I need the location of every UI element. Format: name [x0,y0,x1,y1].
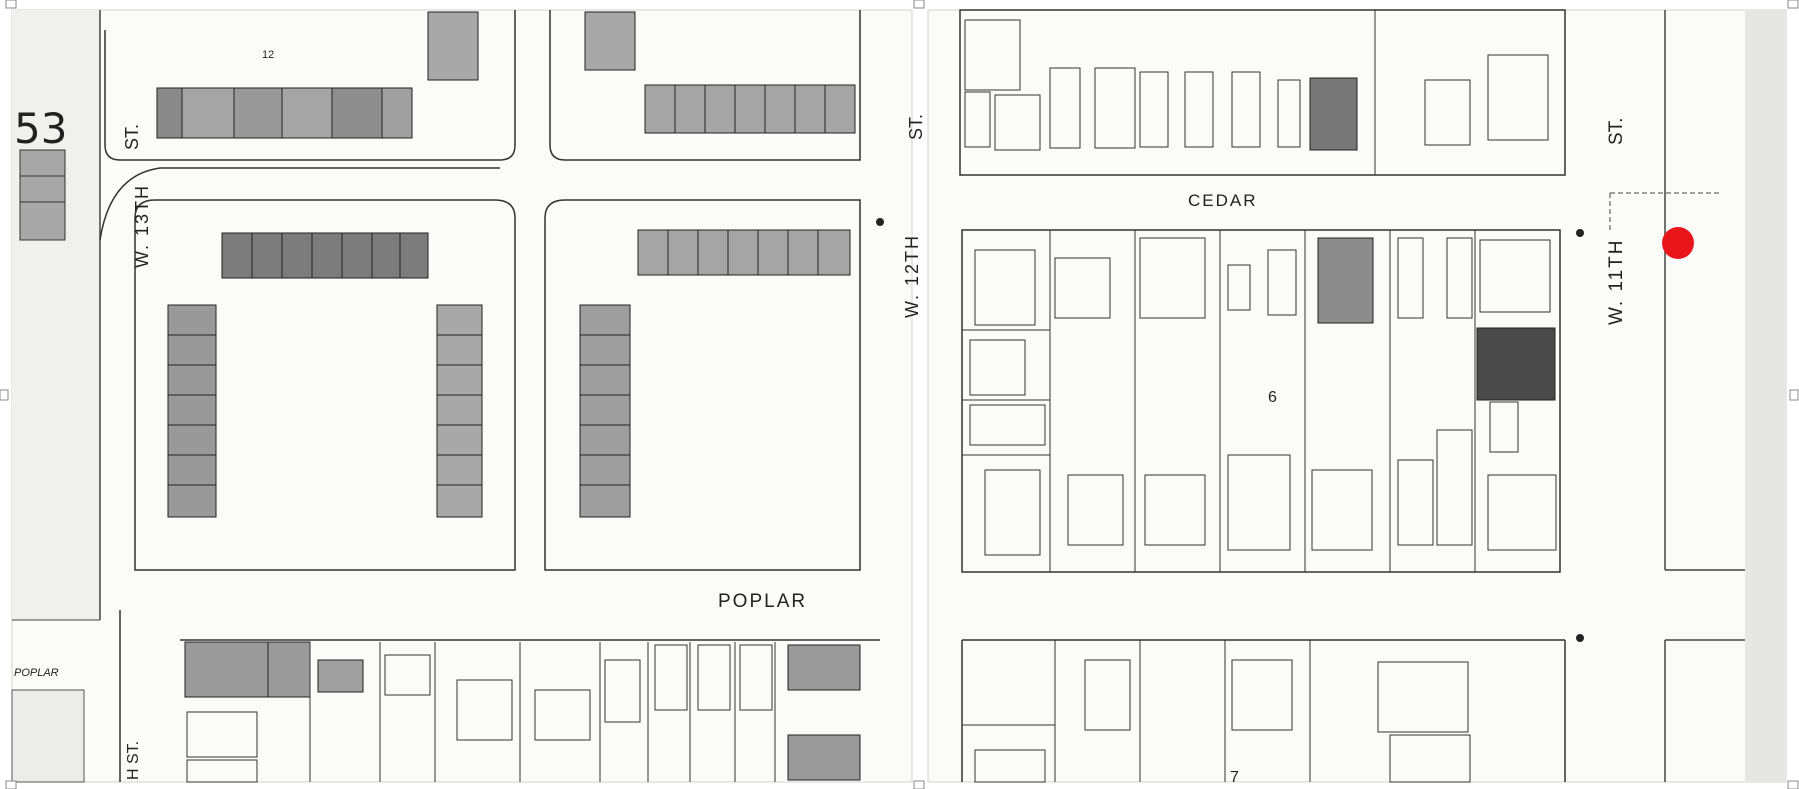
hydrant-icon [1576,634,1584,642]
hydrant-icon [876,218,884,226]
right-map-sheet: 6 7 CEDAR W. 11TH ST. [927,9,1787,786]
street-label-w-13th: W. 13TH [132,184,152,268]
street-label-poplar-left: POPLAR [14,667,59,679]
rowhouse-group-top-right [644,84,856,134]
street-label-w-12th: W. 12TH [902,234,922,318]
location-marker[interactable] [1662,227,1694,259]
building-top-right-small [584,11,636,71]
building-top-middle [427,11,479,81]
block-6-buildings [962,230,1557,572]
rowhouse-group-middle-left [221,232,429,279]
sheet-number: 53 [14,104,67,153]
bottom-right-buildings [962,640,1471,783]
block-number-7: 7 [1230,769,1239,786]
top-block-buildings [964,10,1549,175]
rowhouse-column-center-left [436,304,483,518]
block-number-12: 12 [262,49,274,61]
right-margin-strip [1745,10,1786,782]
rowhouse-group-top-left [156,87,413,139]
block-6-outline [961,229,1561,573]
rowhouse-column-center-right [579,304,631,518]
street-label-w-11th-st: ST. [1606,118,1627,145]
street-label-h-st: H ST. [125,741,142,780]
street-label-poplar: POPLAR [718,591,807,612]
rowhouse-group-middle-right [637,229,851,276]
street-label-w-13th-st: ST. [122,124,142,150]
left-edge-block [12,10,100,620]
bottom-left-buildings [184,641,861,783]
hydrant-icon [1576,229,1584,237]
block-number-6: 6 [1268,389,1277,406]
rowhouse-column-left [167,304,217,518]
street-label-w-12th-st: ST. [906,114,926,140]
left-map-sheet: 53 12 [11,9,926,783]
left-edge-buildings [19,149,66,241]
street-label-cedar: CEDAR [1188,191,1258,210]
street-label-w-11th: W. 11TH [1606,239,1627,326]
